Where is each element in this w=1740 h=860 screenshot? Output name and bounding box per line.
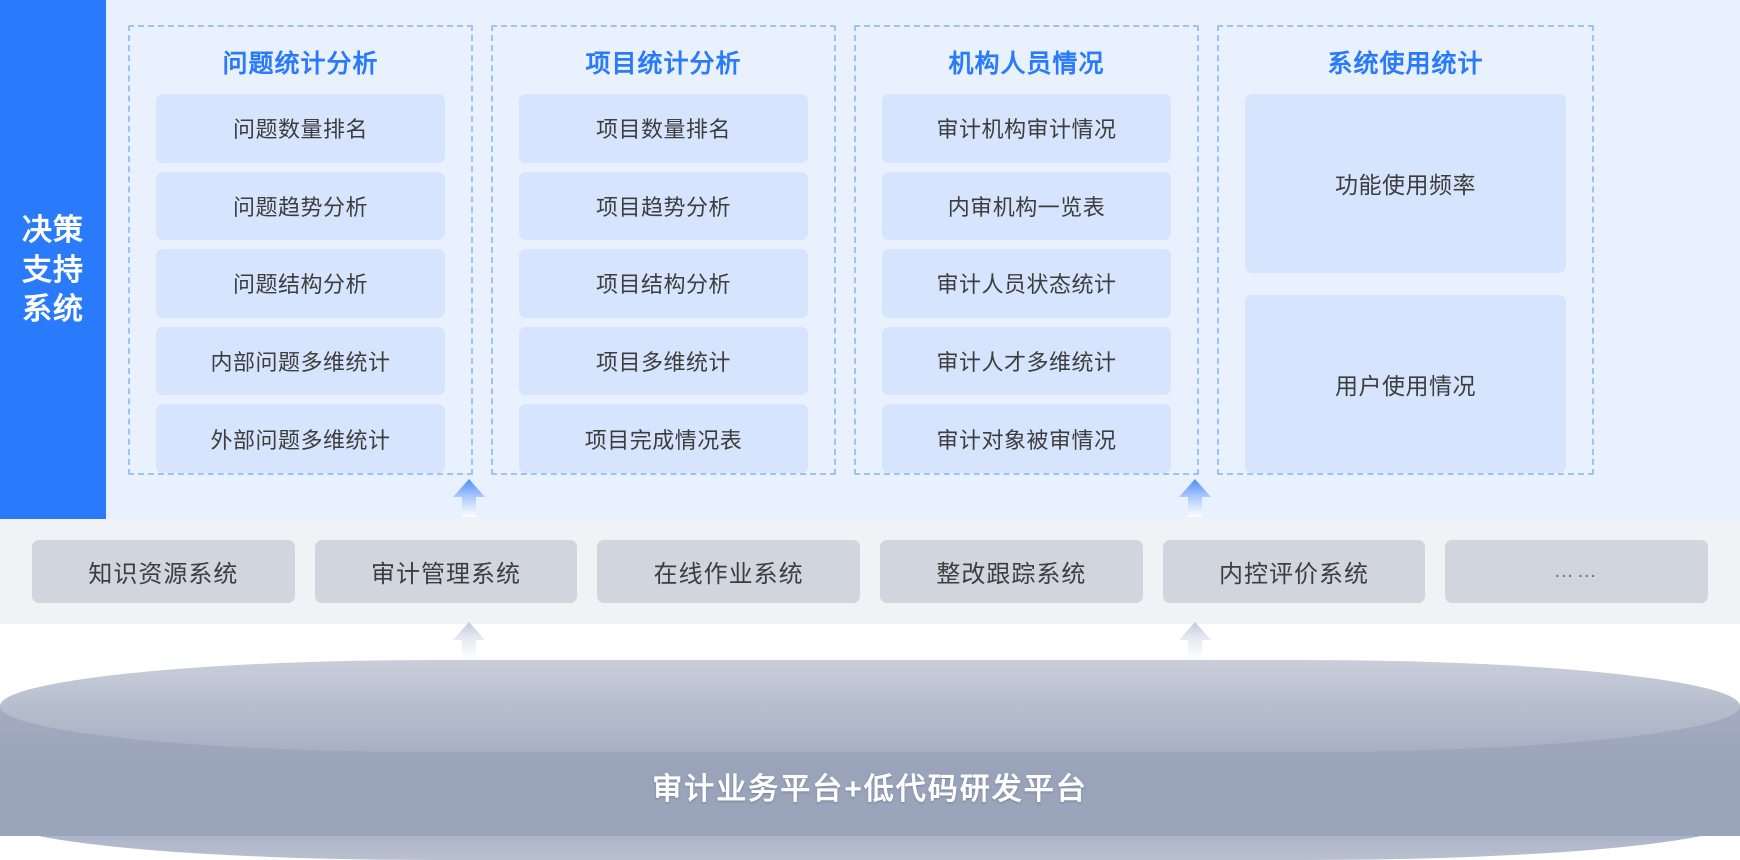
item-box[interactable]: 项目趋势分析 (519, 171, 808, 241)
item-box[interactable]: 项目结构分析 (519, 249, 808, 318)
group-system-usage: 系统使用统计 功能使用频率 用户使用情况 (1217, 25, 1594, 475)
item-box[interactable]: 用户使用情况 (1245, 294, 1566, 473)
group-title: 项目统计分析 (585, 50, 742, 78)
item-box[interactable]: 问题结构分析 (156, 249, 445, 318)
item-box[interactable]: 审计机构审计情况 (882, 94, 1171, 163)
system-box[interactable]: 审计管理系统 (314, 540, 578, 603)
group-problem-statistics: 问题统计分析 问题数量排名 问题趋势分析 问题结构分析 内部问题多维统计 外部问… (128, 25, 473, 475)
platform-cylinder: 审计业务平台+低代码研发平台 (0, 660, 1740, 860)
item-box[interactable]: 内审机构一览表 (882, 171, 1171, 241)
group-title: 机构人员情况 (948, 50, 1105, 78)
group-title: 问题统计分析 (222, 50, 379, 78)
system-box[interactable]: 知识资源系统 (32, 540, 295, 603)
item-box[interactable]: 审计对象被审情况 (882, 404, 1171, 473)
decision-support-sidebar: 决策支持系统 (0, 0, 106, 541)
item-box[interactable]: 内部问题多维统计 (156, 326, 445, 396)
platform-top-ellipse (0, 660, 1740, 752)
group-items: 项目数量排名 项目趋势分析 项目结构分析 项目多维统计 项目完成情况表 (519, 94, 808, 473)
up-arrow-icon (452, 622, 486, 660)
item-box[interactable]: 项目完成情况表 (519, 404, 808, 473)
group-organization-personnel: 机构人员情况 审计机构审计情况 内审机构一览表 审计人员状态统计 审计人才多维统… (854, 25, 1199, 475)
decision-support-band: 决策支持系统 问题统计分析 问题数量排名 问题趋势分析 问题结构分析 内部问题多… (0, 0, 1740, 541)
item-box[interactable]: 问题数量排名 (156, 94, 445, 163)
item-box[interactable]: 功能使用频率 (1245, 94, 1566, 273)
group-items: 审计机构审计情况 内审机构一览表 审计人员状态统计 审计人才多维统计 审计对象被… (882, 94, 1171, 473)
up-arrow-icon (1178, 622, 1212, 660)
item-box[interactable]: 审计人员状态统计 (882, 249, 1171, 318)
system-box-more[interactable]: …… (1445, 540, 1709, 603)
platform-label: 审计业务平台+低代码研发平台 (652, 773, 1088, 806)
group-items: 问题数量排名 问题趋势分析 问题结构分析 内部问题多维统计 外部问题多维统计 (156, 94, 445, 473)
system-box[interactable]: 整改跟踪系统 (880, 540, 1143, 603)
group-project-statistics: 项目统计分析 项目数量排名 项目趋势分析 项目结构分析 项目多维统计 项目完成情… (491, 25, 836, 475)
decision-support-sidebar-label: 决策支持系统 (22, 214, 84, 327)
up-arrow-icon (1178, 479, 1212, 517)
item-box[interactable]: 项目多维统计 (519, 326, 808, 396)
item-box[interactable]: 问题趋势分析 (156, 171, 445, 241)
systems-band: 知识资源系统 审计管理系统 在线作业系统 整改跟踪系统 内控评价系统 …… (0, 519, 1740, 624)
up-arrow-icon (452, 479, 486, 517)
item-box[interactable]: 外部问题多维统计 (156, 404, 445, 473)
group-title: 系统使用统计 (1327, 50, 1484, 78)
item-box[interactable]: 项目数量排名 (519, 94, 808, 163)
item-box[interactable]: 审计人才多维统计 (882, 326, 1171, 396)
analysis-groups-row: 问题统计分析 问题数量排名 问题趋势分析 问题结构分析 内部问题多维统计 外部问… (128, 25, 1722, 475)
group-items: 功能使用频率 用户使用情况 (1245, 94, 1566, 473)
system-box[interactable]: 内控评价系统 (1162, 540, 1426, 603)
system-box[interactable]: 在线作业系统 (597, 540, 861, 603)
